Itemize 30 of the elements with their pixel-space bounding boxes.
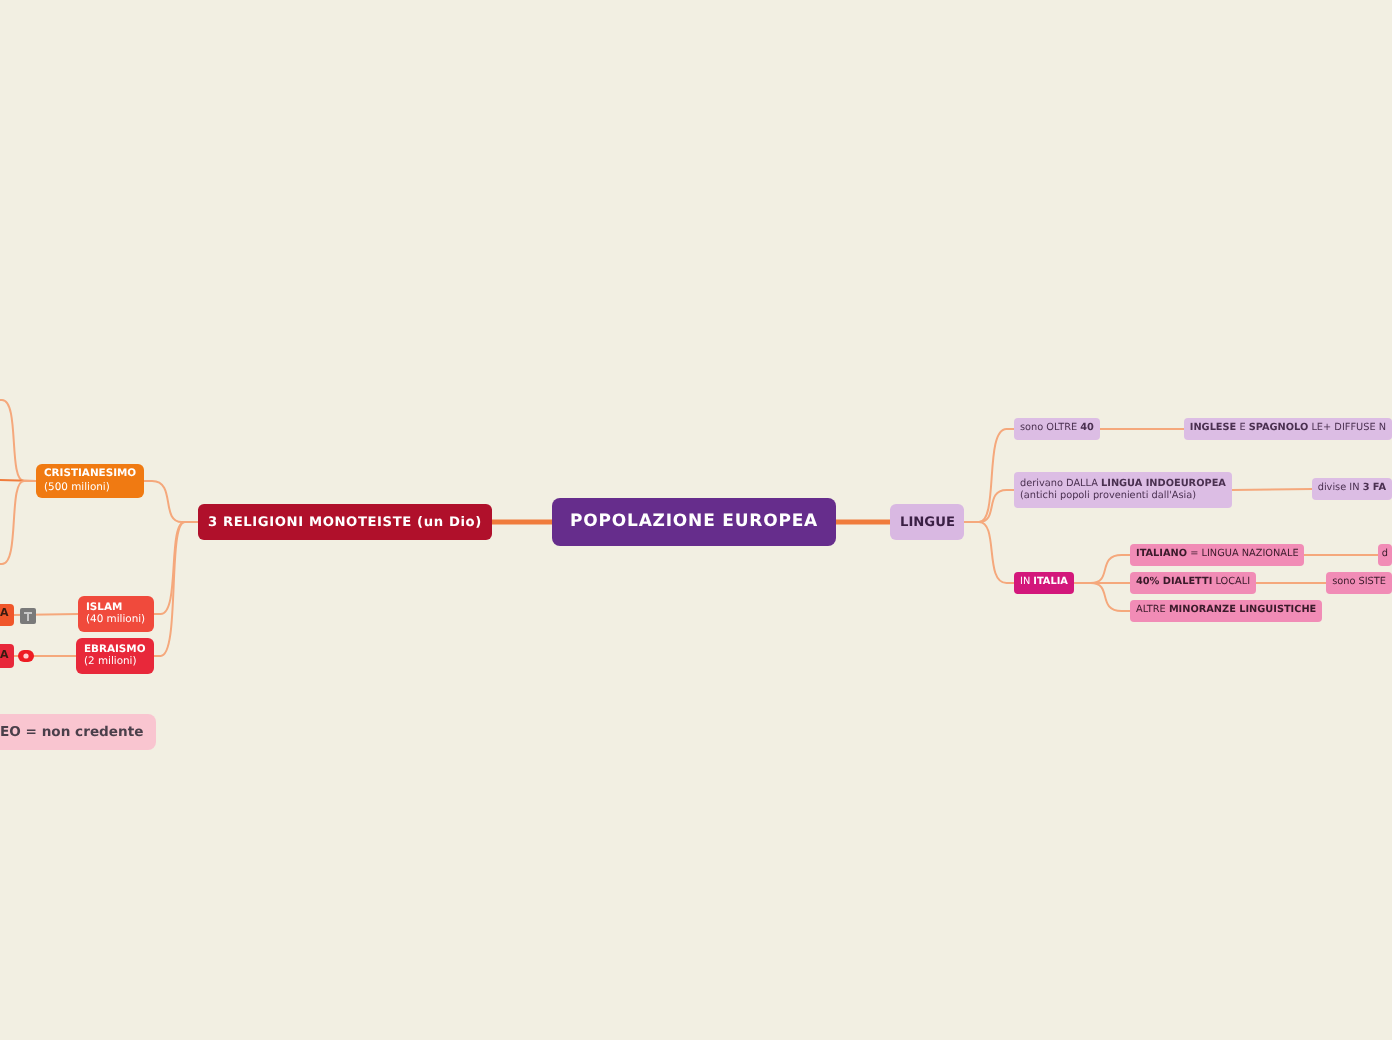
connector [1099, 428, 1185, 430]
topic-box [552, 498, 837, 546]
topic-box [198, 504, 492, 540]
connector [13, 613, 79, 616]
connector [963, 521, 1015, 584]
topic-box [1130, 572, 1257, 594]
connector [1303, 554, 1379, 556]
topic-text: POPOLAZIONE EUROPEA [570, 511, 819, 533]
connector [1255, 582, 1327, 584]
connector [0, 480, 37, 565]
connector [1073, 582, 1131, 612]
topic-box [1130, 544, 1305, 566]
topic-box [1326, 572, 1392, 594]
topic-box [1014, 572, 1074, 594]
topic-box [36, 464, 145, 498]
topic-box [1377, 544, 1392, 566]
connector [492, 519, 552, 525]
topic-box [76, 638, 154, 674]
connector [13, 655, 77, 657]
topic-box [1311, 478, 1392, 500]
connector [1231, 488, 1313, 491]
topic-box [78, 596, 154, 632]
topic-box [890, 504, 965, 540]
topic-box [1014, 418, 1100, 440]
topic-box [0, 714, 156, 750]
connector [836, 519, 890, 525]
topic-box [1183, 418, 1392, 440]
connector [153, 521, 199, 657]
topic-box [1014, 472, 1232, 508]
topic-box [1130, 600, 1323, 622]
